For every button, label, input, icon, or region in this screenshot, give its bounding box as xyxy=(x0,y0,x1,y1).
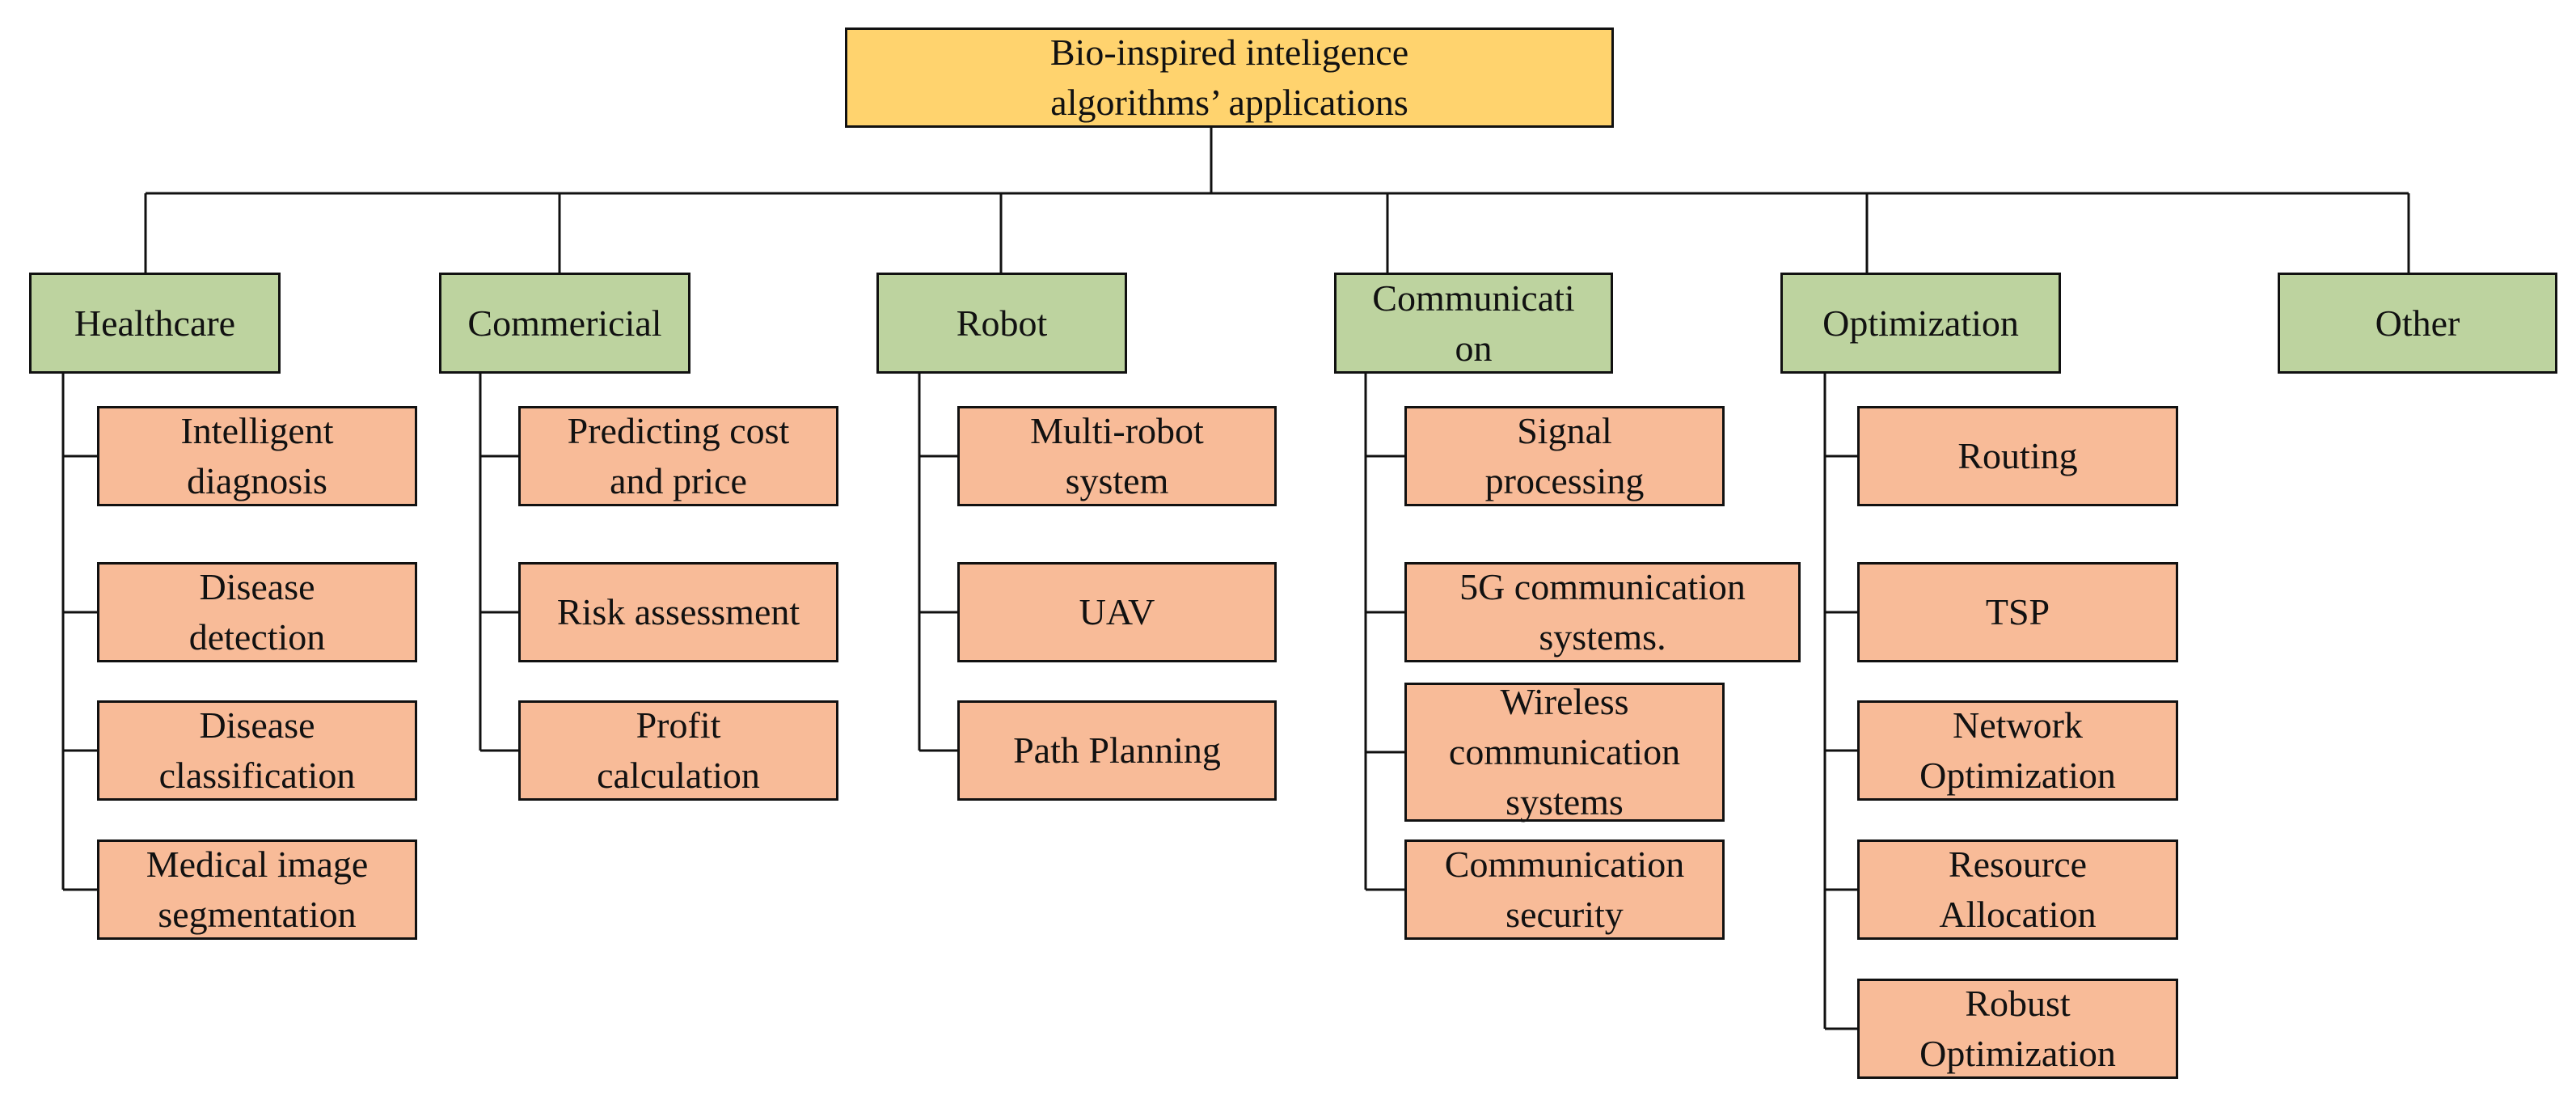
leaf-signal-processing: Signal processing xyxy=(1404,406,1725,506)
leaf-robust-optimization: Robust Optimization xyxy=(1857,979,2178,1079)
leaf-label: 5G communication systems. xyxy=(1459,566,1746,658)
leaf-resource-allocation: Resource Allocation xyxy=(1857,839,2178,940)
root-label: Bio-inspired inteligence algorithms’ app… xyxy=(1049,32,1409,123)
leaf-intelligent-diagnosis: Intelligent diagnosis xyxy=(97,406,417,506)
leaf-predicting-cost: Predicting cost and price xyxy=(518,406,838,506)
root-node: Bio-inspired inteligence algorithms’ app… xyxy=(845,27,1614,128)
leaf-path-planning: Path Planning xyxy=(957,700,1277,801)
category-label: Communicati on xyxy=(1372,277,1575,369)
category-communication: Communicati on xyxy=(1334,273,1613,374)
category-label: Optimization xyxy=(1822,302,2019,344)
leaf-medical-image-segmentation: Medical image segmentation xyxy=(97,839,417,940)
leaf-wireless-communication: Wireless communication systems xyxy=(1404,681,1725,823)
category-commercial: Commericial xyxy=(439,273,690,374)
leaf-label: Resource Allocation xyxy=(1939,844,2097,935)
leaf-network-optimization: Network Optimization xyxy=(1857,700,2178,801)
leaf-label: Communication security xyxy=(1444,844,1685,935)
leaf-label: Risk assessment xyxy=(556,591,800,632)
leaf-label: Multi-robot system xyxy=(1030,410,1204,501)
leaf-communication-security: Communication security xyxy=(1404,839,1725,940)
leaf-label: UAV xyxy=(1079,591,1155,632)
leaf-label: Disease classification xyxy=(158,704,356,796)
leaf-label: Network Optimization xyxy=(1919,704,2116,796)
leaf-label: TSP xyxy=(1985,591,2050,632)
leaf-label: Routing xyxy=(1957,435,2078,476)
category-label: Other xyxy=(2375,302,2460,344)
category-healthcare: Healthcare xyxy=(29,273,281,374)
leaf-5g-communication: 5G communication systems. xyxy=(1404,562,1801,662)
leaf-profit-calculation: Profit calculation xyxy=(518,700,838,801)
category-robot: Robot xyxy=(876,273,1127,374)
category-other: Other xyxy=(2278,273,2557,374)
leaf-disease-classification: Disease classification xyxy=(97,700,417,801)
leaf-disease-detection: Disease detection xyxy=(97,562,417,662)
leaf-uav: UAV xyxy=(957,562,1277,662)
leaf-label: Disease detection xyxy=(188,566,326,658)
leaf-label: Profit calculation xyxy=(597,704,760,796)
category-optimization: Optimization xyxy=(1780,273,2061,374)
leaf-tsp: TSP xyxy=(1857,562,2178,662)
leaf-label: Predicting cost and price xyxy=(567,410,790,501)
leaf-label: Medical image segmentation xyxy=(146,844,369,935)
category-label: Commericial xyxy=(467,302,662,344)
category-label: Robot xyxy=(956,302,1048,344)
leaf-label: Intelligent diagnosis xyxy=(180,410,334,501)
leaf-multi-robot-system: Multi-robot system xyxy=(957,406,1277,506)
category-label: Healthcare xyxy=(74,302,236,344)
leaf-label: Signal processing xyxy=(1484,410,1645,501)
leaf-risk-assessment: Risk assessment xyxy=(518,562,838,662)
leaf-label: Wireless communication systems xyxy=(1448,681,1681,823)
leaf-label: Robust Optimization xyxy=(1919,983,2116,1074)
leaf-label: Path Planning xyxy=(1013,730,1221,771)
leaf-routing: Routing xyxy=(1857,406,2178,506)
